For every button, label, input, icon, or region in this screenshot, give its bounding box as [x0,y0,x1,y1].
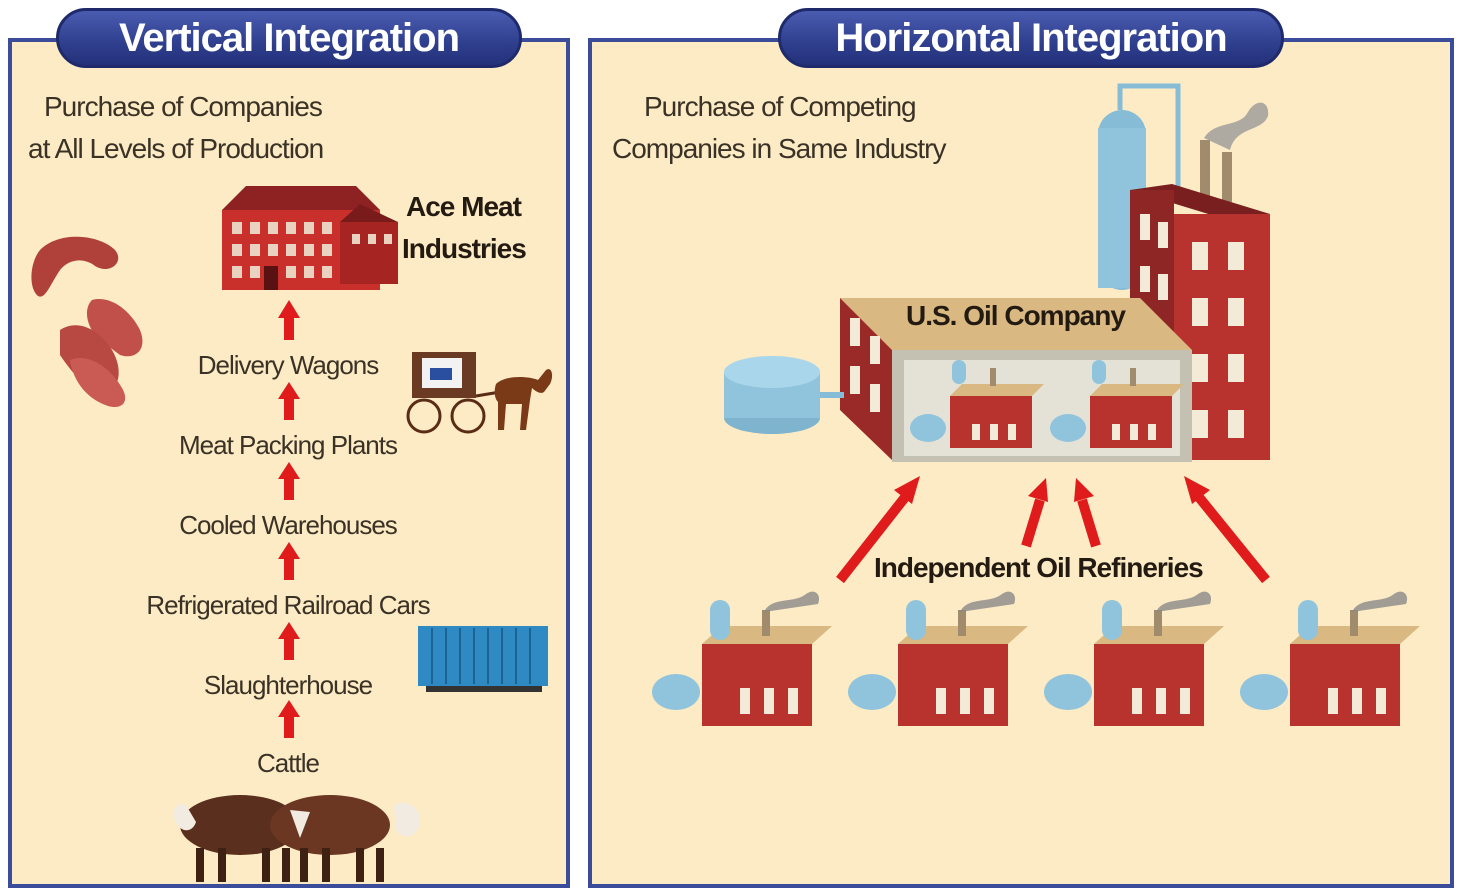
up-left-arrow-icon [1074,478,1101,548]
oil-refinery-icon [1044,591,1224,726]
stage-cattle: Cattle [257,748,320,778]
railroad-car-icon [418,626,548,692]
up-arrow-icon [278,300,300,340]
horizontal-subtitle-line1: Purchase of Competing [644,91,917,122]
horizontal-subtitle-line2: Companies in Same Industry [612,133,947,164]
vertical-integration-title: Vertical Integration [56,8,522,68]
up-right-arrow-icon [1021,478,1048,548]
stage-cooled-warehouses: Cooled Warehouses [179,510,398,540]
independent-refineries-label: Independent Oil Refineries [874,552,1204,583]
ace-meat-label-line2: Industries [402,233,527,264]
oil-refinery-icon [910,360,1044,448]
us-oil-company-label: U.S. Oil Company [906,300,1126,331]
cattle-icon [173,795,420,882]
stage-delivery-wagons: Delivery Wagons [197,350,380,380]
up-arrow-icon [278,462,300,500]
oil-refinery-icon [1240,591,1420,726]
wagon-horse-icon [406,352,553,434]
horizontal-integration-title: Horizontal Integration [778,8,1284,68]
up-right-arrow-icon [836,476,920,584]
smokestack-icon [1200,102,1269,202]
stage-slaughterhouse: Slaughterhouse [203,670,373,700]
oil-refinery-icon [652,591,832,726]
ace-meat-label-line1: Ace Meat [406,191,522,222]
up-arrow-icon [278,382,300,420]
stage-meat-packing-plants: Meat Packing Plants [178,430,398,460]
stage-refrigerated-railroad-cars: Refrigerated Railroad Cars [146,590,430,620]
horizontal-integration-panel [588,38,1454,888]
oil-refinery-icon [1050,360,1184,448]
vertical-subtitle-line2: at All Levels of Production [28,133,324,164]
factory-building-icon [222,186,398,290]
oil-refinery-icon [848,591,1028,726]
meat-icon [31,236,143,408]
up-left-arrow-icon [1184,476,1270,584]
vertical-subtitle-line1: Purchase of Companies [44,91,323,122]
storage-tank-icon [724,356,844,434]
up-arrow-icon [278,542,300,580]
up-arrow-icon [278,622,300,660]
up-arrow-icon [278,700,300,738]
